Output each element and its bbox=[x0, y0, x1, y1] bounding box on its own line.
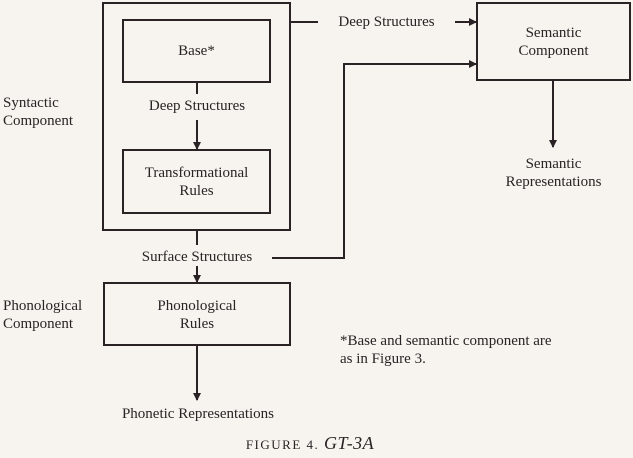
phonetic-representations-label: Phonetic Representations bbox=[121, 406, 275, 422]
label-line: Representations bbox=[505, 174, 602, 190]
label-line: Component bbox=[3, 113, 73, 129]
caption-title: GT-3A bbox=[324, 433, 375, 453]
figure-caption: FIGURE 4. GT-3A bbox=[180, 434, 440, 454]
semantic-representations-label: Semantic Representations bbox=[477, 155, 630, 191]
deep-structures-inner-label: Deep Structures bbox=[148, 98, 246, 114]
footnote-line: as in Figure 3. bbox=[340, 351, 426, 367]
semantic-component-text: Semantic Component bbox=[477, 24, 630, 60]
box-line: Phonological bbox=[157, 298, 237, 314]
caption-prefix: FIGURE 4. bbox=[245, 437, 320, 452]
box-line: Semantic bbox=[525, 25, 582, 41]
phonological-component-label: Phonological Component bbox=[3, 297, 82, 333]
box-line: Rules bbox=[179, 183, 214, 199]
label-line: Semantic bbox=[525, 156, 582, 172]
surface-structures-label: Surface Structures bbox=[141, 249, 253, 265]
phonological-rules-text: Phonological Rules bbox=[104, 297, 290, 333]
deep-structures-semantic-label: Deep Structures bbox=[338, 14, 435, 30]
surface-to-semantic-connector bbox=[272, 60, 477, 259]
label-line: Phonological bbox=[3, 298, 83, 314]
label-line: Syntactic bbox=[3, 95, 59, 111]
transformational-rules-box bbox=[122, 149, 271, 214]
syntactic-component-label: Syntactic Component bbox=[3, 94, 73, 130]
box-line: Rules bbox=[179, 316, 215, 332]
footnote-line: *Base and semantic component are bbox=[340, 333, 552, 349]
footnote: *Base and semantic component are as in F… bbox=[340, 332, 552, 368]
label-line: Component bbox=[3, 316, 73, 332]
base-text: Base* bbox=[178, 43, 215, 59]
transformational-rules-text: Transformational Rules bbox=[123, 164, 270, 200]
box-line: Component bbox=[518, 43, 589, 59]
box-line: Transformational bbox=[144, 165, 249, 181]
